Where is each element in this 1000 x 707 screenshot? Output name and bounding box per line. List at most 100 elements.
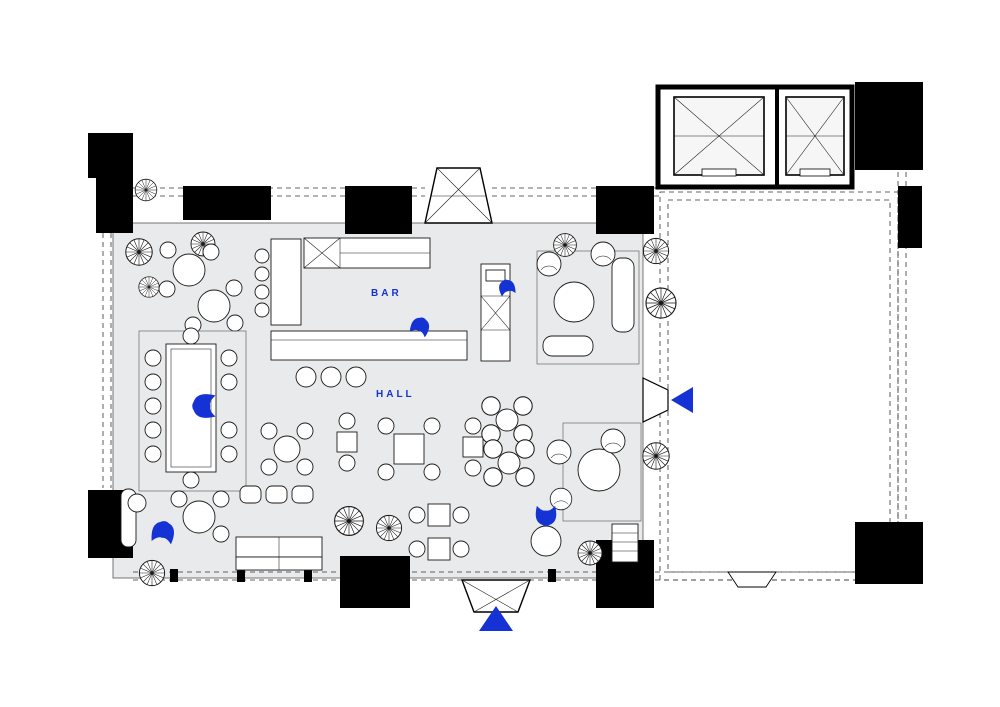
column xyxy=(88,133,133,233)
wall-tick xyxy=(548,569,556,582)
chair-icon xyxy=(158,280,176,298)
round-table xyxy=(553,281,595,323)
chair-icon xyxy=(220,373,238,391)
terrace-outline xyxy=(659,191,899,581)
chair-icon xyxy=(260,422,278,440)
round-table xyxy=(172,253,206,287)
sofa xyxy=(611,257,635,333)
plant-icon xyxy=(577,540,603,566)
column xyxy=(855,82,923,170)
chair-icon xyxy=(515,467,535,487)
rug xyxy=(562,422,642,522)
round-table xyxy=(197,289,231,323)
chair-icon xyxy=(260,458,278,476)
column xyxy=(596,186,654,234)
chair-icon xyxy=(296,422,314,440)
chair-icon xyxy=(464,417,482,435)
round-table xyxy=(273,435,301,463)
stool xyxy=(127,493,147,513)
plant-icon xyxy=(553,233,577,257)
column xyxy=(340,556,410,608)
armchair-icon xyxy=(546,439,572,465)
bar-counter xyxy=(270,330,468,361)
chair-icon xyxy=(452,506,470,524)
entrance-bay-right xyxy=(642,377,669,423)
sofa xyxy=(542,335,594,357)
wall-tick xyxy=(304,569,312,582)
seating-bottom-center xyxy=(334,503,639,566)
rug xyxy=(536,250,640,365)
armchair-icon xyxy=(549,487,573,511)
square-table xyxy=(393,433,425,465)
wine-rack-shelf xyxy=(485,269,506,282)
chair-icon xyxy=(182,471,200,489)
column xyxy=(898,186,922,248)
column xyxy=(183,186,271,220)
round-table xyxy=(495,408,519,432)
plant-icon xyxy=(125,238,153,266)
chair xyxy=(239,485,262,504)
chair-icon xyxy=(144,397,162,415)
square-table xyxy=(427,503,451,527)
column xyxy=(855,522,923,584)
hall-label: HALL xyxy=(376,389,415,400)
square-table xyxy=(427,537,451,561)
bar-stool xyxy=(254,284,270,300)
plant-icon xyxy=(138,276,160,298)
chair-icon xyxy=(144,445,162,463)
square-table xyxy=(462,436,484,458)
entrance-bay-bottom xyxy=(460,579,532,613)
bar-label: BAR xyxy=(371,288,402,299)
plant-icon xyxy=(642,237,670,265)
chair-icon xyxy=(212,490,230,508)
chair-icon xyxy=(182,327,200,345)
plant-icon xyxy=(138,559,166,587)
plant-icon xyxy=(645,287,677,319)
armchair-icon xyxy=(600,428,626,454)
round-table xyxy=(182,500,216,534)
outer-walls-dashed xyxy=(102,172,907,581)
bar-stool xyxy=(320,366,342,388)
plant-icon xyxy=(334,506,364,536)
chair-icon xyxy=(515,439,535,459)
chair-icon xyxy=(202,243,220,261)
wall-tick xyxy=(237,569,245,582)
terrace-door xyxy=(727,571,777,588)
plant-icon xyxy=(134,178,158,202)
chair-icon xyxy=(483,467,503,487)
wall-tick xyxy=(170,569,178,582)
long-dining-table-area xyxy=(138,327,247,492)
dining-tables-center xyxy=(260,396,535,487)
chair-icon xyxy=(220,445,238,463)
square-table xyxy=(336,431,358,453)
chair-icon xyxy=(170,490,188,508)
chair-icon xyxy=(423,417,441,435)
elevator-car xyxy=(785,96,845,177)
chair-icon xyxy=(377,463,395,481)
armchair-icon xyxy=(536,251,562,277)
chair-icon xyxy=(423,463,441,481)
chair-icon xyxy=(220,421,238,439)
chair-icon xyxy=(296,458,314,476)
dining-area-top-left xyxy=(125,178,244,334)
bar-back-counter xyxy=(270,238,302,326)
bar-stool xyxy=(295,366,317,388)
chair-icon xyxy=(408,506,426,524)
lounge-area xyxy=(536,233,677,365)
chair-icon xyxy=(144,421,162,439)
column xyxy=(345,186,412,234)
chair-icon xyxy=(144,349,162,367)
chair-icon xyxy=(338,454,356,472)
structural-columns xyxy=(88,82,923,608)
chair-icon xyxy=(408,540,426,558)
entrance-arrow-icon xyxy=(671,387,693,413)
entrance-arrow-icon xyxy=(479,606,513,631)
shelf-stack xyxy=(611,523,639,563)
chair-icon xyxy=(452,540,470,558)
chair-icon xyxy=(481,396,501,416)
chair xyxy=(291,485,314,504)
chair-icon xyxy=(483,439,503,459)
elevator-car xyxy=(673,96,765,177)
elevator-block xyxy=(655,84,855,190)
